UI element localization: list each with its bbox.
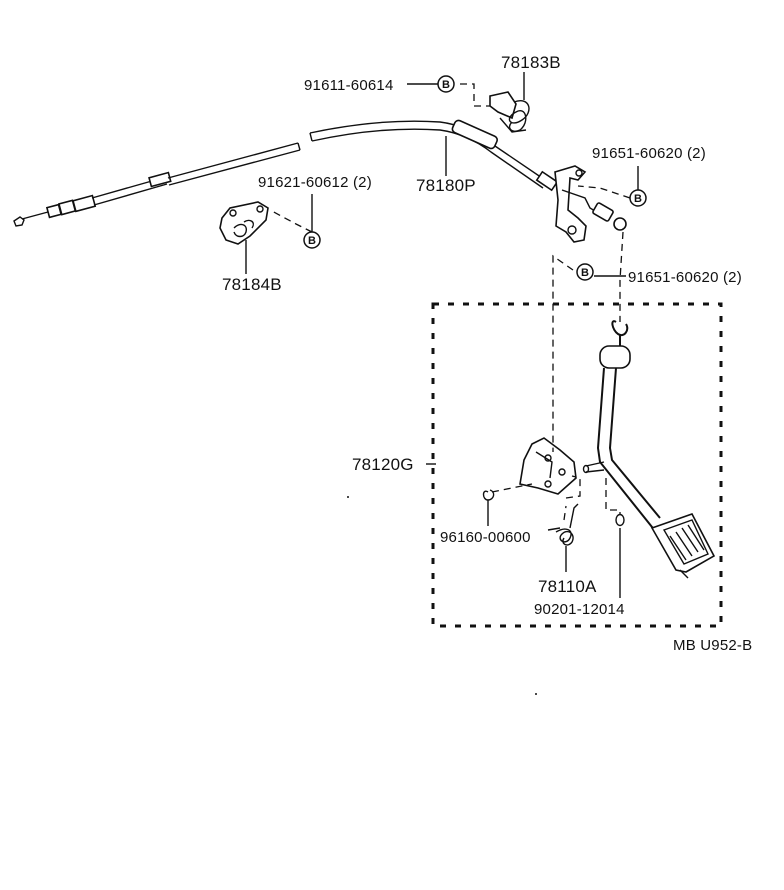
label-91611-60614: 91611-60614 <box>304 77 394 94</box>
label-78184B: 78184B <box>222 275 282 294</box>
label-78120G: 78120G <box>352 455 414 474</box>
label-78180P: 78180P <box>416 176 476 195</box>
bolt-marker-4-text: B <box>581 267 589 279</box>
label-91621-60612: 91621-60612 (2) <box>258 174 372 191</box>
speck <box>347 496 349 498</box>
bolt-marker-4: B <box>576 263 594 281</box>
pedal-assembly <box>582 320 716 579</box>
bracket-78184B <box>219 201 269 245</box>
label-78183B: 78183B <box>501 53 561 72</box>
dashed-leaders <box>269 83 631 521</box>
bolt-marker-3-text: B <box>308 235 316 247</box>
label-90201-12014: 90201-12014 <box>534 601 625 618</box>
label-78110A: 78110A <box>538 577 597 596</box>
washer-90201 <box>615 513 625 527</box>
spring-78110A <box>547 503 579 546</box>
upper-cable-bracket <box>554 165 627 243</box>
bolt-marker-3: B <box>303 231 321 249</box>
group-box-78120G <box>431 302 723 628</box>
bolt-marker-2-text: B <box>634 193 642 205</box>
pedal-support-bracket <box>519 437 577 495</box>
bolt-marker-1-text: B <box>442 79 450 91</box>
leader-lines <box>245 72 639 598</box>
label-91651-60620-mid: 91651-60620 (2) <box>628 269 742 286</box>
accelerator-cable <box>13 119 559 227</box>
clip-78183B <box>489 91 530 133</box>
bolt-marker-1: B <box>437 75 455 93</box>
speck <box>535 693 537 695</box>
reference-code: MB U952-B <box>673 637 752 654</box>
label-96160-00600: 96160-00600 <box>440 529 531 546</box>
bolt-marker-2: B <box>629 189 647 207</box>
label-91651-60620-top: 91651-60620 (2) <box>592 145 706 162</box>
